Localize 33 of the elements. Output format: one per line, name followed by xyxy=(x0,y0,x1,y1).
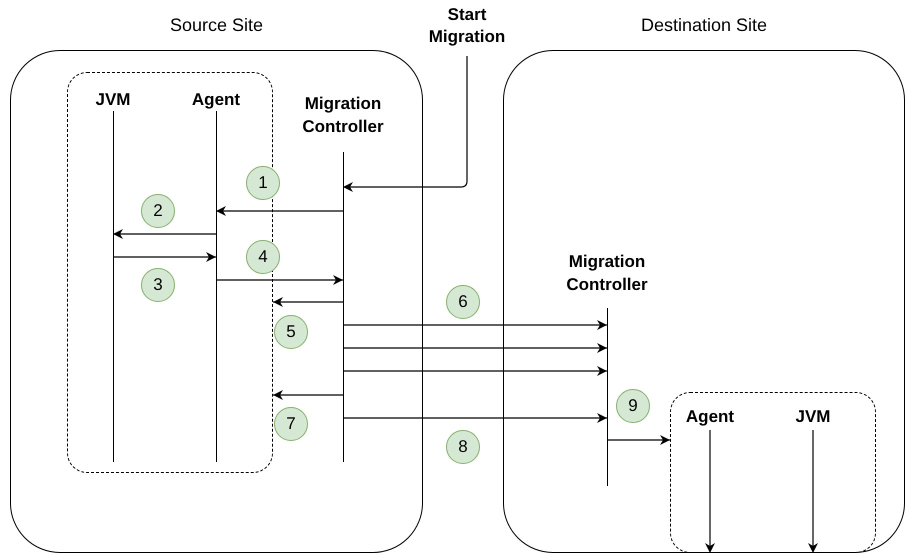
lifeline-label: Agent xyxy=(686,406,734,428)
step-number: 6 xyxy=(446,285,480,319)
arrow xyxy=(113,252,216,262)
step-number: 8 xyxy=(446,430,480,464)
arrow xyxy=(273,297,343,307)
site-heading: Destination Site xyxy=(640,15,768,36)
lifeline-label: JVM xyxy=(796,406,830,428)
lifeline-label: Migration Controller xyxy=(565,251,649,296)
arrow xyxy=(343,320,607,330)
arrow xyxy=(113,229,216,239)
arrow xyxy=(705,430,715,553)
arrow xyxy=(343,366,607,376)
site-heading: Source Site xyxy=(168,15,264,36)
arrow xyxy=(273,390,343,400)
step-number: 9 xyxy=(616,389,650,423)
step-number: 7 xyxy=(274,407,308,441)
arrow xyxy=(216,275,343,285)
arrow xyxy=(808,430,818,553)
lifeline-label: Migration Controller xyxy=(301,93,385,138)
arrow xyxy=(216,206,343,216)
step-number: 5 xyxy=(274,315,308,349)
arrow xyxy=(607,435,670,445)
arrow xyxy=(343,413,607,423)
step-number: 2 xyxy=(141,194,175,228)
arrow xyxy=(343,56,468,192)
arrow xyxy=(343,343,607,353)
step-number: 3 xyxy=(141,268,175,302)
lifeline-label: Agent xyxy=(192,89,240,111)
trigger-label: Start Migration xyxy=(412,4,522,48)
lifeline-label: JVM xyxy=(96,89,130,111)
dashed-group xyxy=(670,392,876,553)
step-number: 1 xyxy=(246,166,280,200)
step-number: 4 xyxy=(246,240,280,274)
